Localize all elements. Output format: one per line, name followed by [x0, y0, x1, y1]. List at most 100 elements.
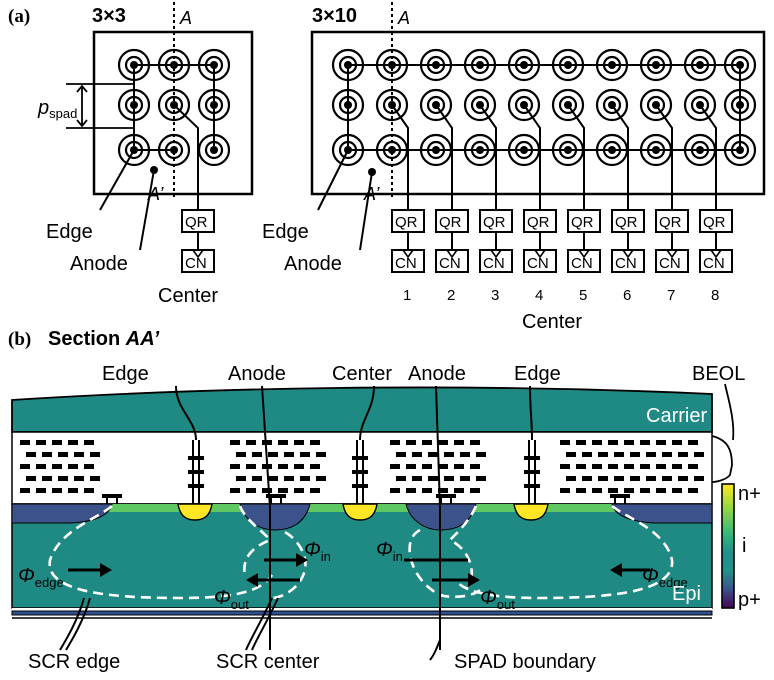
- metal-segment: [68, 440, 78, 445]
- metal-segment: [52, 440, 62, 445]
- metal-segment: [614, 476, 624, 481]
- flux-arrows: [68, 553, 650, 587]
- cn-box-label: CN: [439, 255, 461, 272]
- metal-segment: [576, 440, 586, 445]
- contact-plugs: [102, 440, 630, 504]
- metal-segment: [470, 488, 480, 493]
- metal-segment: [422, 464, 432, 469]
- metal-segment: [310, 488, 320, 493]
- metal-segment: [396, 452, 406, 457]
- metal-segment: [294, 464, 304, 469]
- edge-wires-3x3: [99, 64, 215, 251]
- cn-arrow: [710, 249, 722, 259]
- metal-segment: [672, 464, 682, 469]
- metal-segment: [252, 476, 262, 481]
- metal-segment: [90, 476, 100, 481]
- metal-segment: [560, 440, 570, 445]
- metal-segment: [406, 464, 416, 469]
- cn-box: [391, 249, 425, 273]
- metal-segment: [428, 452, 438, 457]
- plug-bar: [352, 470, 368, 474]
- metal-segment: [444, 452, 454, 457]
- metal-segment: [300, 476, 310, 481]
- colorbar-bottom: p+: [738, 589, 761, 611]
- metal-segment: [84, 488, 94, 493]
- spad-inner: [426, 95, 446, 115]
- metal-segment: [438, 464, 448, 469]
- center-wire: [655, 104, 673, 210]
- metal-segment: [268, 452, 278, 457]
- top-label-anode-2: Anode: [408, 363, 466, 385]
- pitch-label: pspad: [37, 97, 77, 121]
- metal-segment: [460, 476, 470, 481]
- cn-box-label: CN: [703, 255, 725, 272]
- top-label-edge-2: Edge: [514, 363, 561, 385]
- edge-label-right: Edge: [262, 221, 309, 243]
- cut-a-top-left: A: [179, 8, 192, 28]
- channel-number: 8: [711, 287, 719, 304]
- metal-segment: [662, 452, 672, 457]
- cut-a-top-right: A: [397, 8, 410, 28]
- metal-segment: [646, 476, 656, 481]
- cn-box: [523, 249, 557, 273]
- cn-arrow: [490, 249, 502, 259]
- channel-number: 3: [491, 287, 499, 304]
- phi-edge-left: Φedge: [18, 565, 64, 590]
- metal-segment: [476, 452, 486, 457]
- qr-box-label: QR: [483, 214, 506, 231]
- via-cap: [610, 494, 630, 498]
- center-wire: [567, 104, 585, 210]
- metal-segment: [640, 464, 650, 469]
- metal-segment: [74, 476, 84, 481]
- metal-segment: [428, 476, 438, 481]
- metal-segment: [316, 452, 326, 457]
- cn-arrow: [666, 249, 678, 259]
- metal-segment: [646, 452, 656, 457]
- cn-arrow: [446, 249, 458, 259]
- spad-inner: [470, 95, 490, 115]
- qr-box-label: QR: [615, 214, 638, 231]
- array-3x10-title: 3×10: [312, 5, 357, 27]
- cn-box-label: CN: [571, 255, 593, 272]
- metal-segment: [406, 440, 416, 445]
- metal-segment: [412, 452, 422, 457]
- metal-segment: [246, 488, 256, 493]
- metal-segment: [36, 488, 46, 493]
- label-scr-edge: SCR edge: [28, 651, 120, 673]
- spad-outer: [419, 88, 453, 122]
- epi-layer: [11, 503, 713, 609]
- bottom-leaders: [59, 597, 441, 661]
- metal-segment: [630, 476, 640, 481]
- metal-segment: [608, 488, 618, 493]
- phi-edge-right: Φedge: [642, 565, 688, 590]
- phi-in-right: Φin: [376, 539, 403, 564]
- top-label-beol: BEOL: [692, 363, 745, 385]
- section-title: Section AA’: [48, 328, 160, 350]
- metal-segment: [284, 476, 294, 481]
- spad-outer: [595, 88, 629, 122]
- plug-bar: [524, 456, 540, 460]
- metal-segment: [592, 464, 602, 469]
- channel-number: 4: [535, 287, 543, 304]
- metal-segment: [582, 452, 592, 457]
- metal-segment: [90, 452, 100, 457]
- metal-segment: [470, 440, 480, 445]
- spad-outer: [507, 88, 541, 122]
- metal-segment: [262, 440, 272, 445]
- plug-bar: [352, 456, 368, 460]
- metal-segment: [68, 464, 78, 469]
- metal-segment: [454, 464, 464, 469]
- beol-leader: [724, 383, 735, 441]
- metal-segment: [422, 488, 432, 493]
- spad-inner: [558, 95, 578, 115]
- metal-segment: [630, 452, 640, 457]
- metal-segment: [252, 452, 262, 457]
- metal-segment: [694, 476, 704, 481]
- substrate-gap: [12, 608, 712, 611]
- center-label-right: Center: [522, 311, 582, 333]
- metal-segment: [688, 488, 698, 493]
- spad-inner: [690, 95, 710, 115]
- cn-box-label: CN: [527, 255, 549, 272]
- metal-segment: [294, 488, 304, 493]
